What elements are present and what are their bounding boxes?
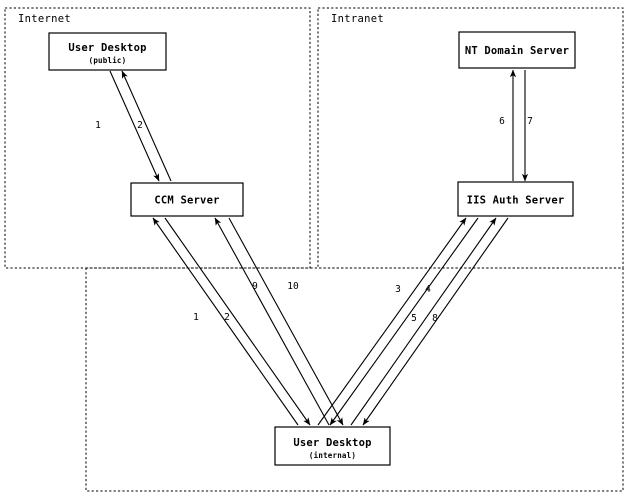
flow-connectors bbox=[109, 69, 529, 426]
node-box-ccm-server[interactable] bbox=[130, 182, 244, 217]
flow-line-8 bbox=[362, 217, 509, 426]
edge-label-4: 4 bbox=[425, 284, 431, 295]
node-ccm-server[interactable]: CCM Server bbox=[130, 182, 244, 217]
flow-line-2-public bbox=[121, 70, 172, 182]
node-user-desktop-public[interactable]: User Desktop (public) bbox=[48, 32, 167, 71]
edge-label-5: 5 bbox=[411, 313, 417, 324]
flow-line-5 bbox=[350, 217, 497, 426]
edge-label-2-public: 2 bbox=[137, 120, 143, 131]
flow-line-1-internal bbox=[152, 217, 299, 426]
flow-step-labels: 1 2 6 7 9 10 3 4 5 8 1 2 bbox=[95, 116, 533, 324]
flow-line-2-internal bbox=[164, 217, 311, 426]
node-user-desktop-internal[interactable]: User Desktop (internal) bbox=[274, 426, 391, 466]
node-box-iis-auth-server[interactable] bbox=[457, 181, 574, 217]
edge-label-1-internal: 1 bbox=[193, 312, 199, 323]
node-subtitle-user-desktop-public: (public) bbox=[89, 56, 127, 65]
node-box-user-desktop-public[interactable] bbox=[48, 32, 167, 71]
edge-label-3: 3 bbox=[395, 284, 401, 295]
node-title-iis-auth-server: IIS Auth Server bbox=[467, 195, 565, 207]
node-title-ccm-server: CCM Server bbox=[154, 195, 219, 207]
edge-label-9: 9 bbox=[252, 281, 258, 292]
node-subtitle-user-desktop-internal: (internal) bbox=[309, 451, 356, 460]
node-title-user-desktop-public: User Desktop bbox=[68, 42, 146, 54]
flow-line-1-public bbox=[109, 70, 160, 182]
flow-line-3 bbox=[317, 217, 467, 426]
node-nt-domain-server[interactable]: NT Domain Server bbox=[458, 31, 576, 69]
edge-label-6: 6 bbox=[499, 116, 505, 127]
node-title-user-desktop-internal: User Desktop bbox=[293, 437, 371, 449]
zone-internal-lan-boundary bbox=[85, 267, 624, 492]
zone-label-internet: Internet bbox=[18, 13, 71, 25]
zone-label-intranet: Intranet bbox=[331, 13, 384, 25]
edge-label-7: 7 bbox=[527, 116, 533, 127]
node-box-user-desktop-internal[interactable] bbox=[274, 426, 391, 466]
edge-label-10: 10 bbox=[287, 281, 299, 292]
node-title-nt-domain-server: NT Domain Server bbox=[465, 45, 569, 57]
edge-label-2-internal: 2 bbox=[224, 312, 230, 323]
flow-line-9 bbox=[214, 217, 330, 426]
node-box-nt-domain-server[interactable] bbox=[458, 31, 576, 69]
flow-line-10 bbox=[228, 217, 344, 426]
edge-label-8: 8 bbox=[432, 313, 438, 324]
zone-boundaries bbox=[4, 7, 624, 492]
flow-line-4 bbox=[329, 217, 479, 426]
edge-label-1-public: 1 bbox=[95, 120, 101, 131]
node-iis-auth-server[interactable]: IIS Auth Server bbox=[457, 181, 574, 217]
